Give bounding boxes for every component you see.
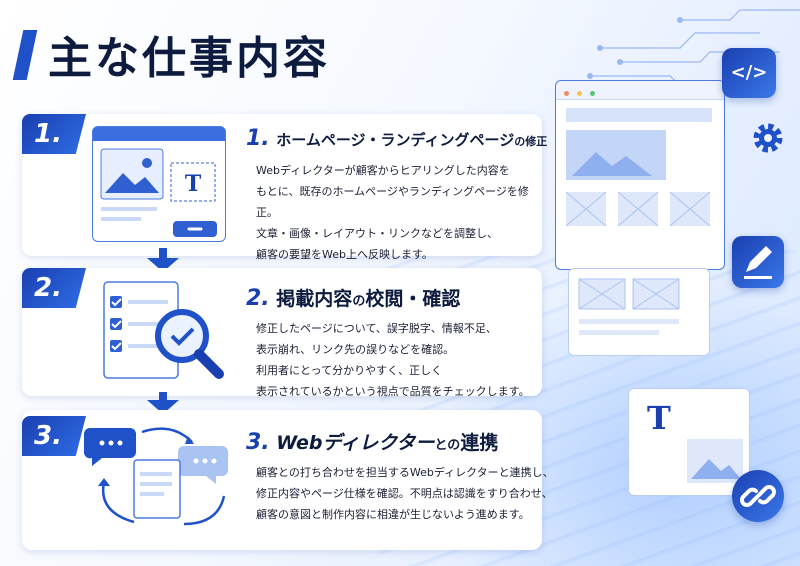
step-heading-text: ホームページ・ランディングページ — [276, 131, 515, 149]
step-body-1: Webディレクターが顧客からヒアリングした内容を もとに、既存のホームページやラ… — [256, 164, 529, 261]
step-heading-text: Webディレクター — [276, 432, 435, 454]
content-card-illustration: T — [628, 388, 750, 496]
step-heading-number: 2. — [246, 286, 270, 311]
step-number-2: 2. — [22, 268, 86, 308]
step-heading-suffix: との — [434, 438, 461, 453]
step-heading-number: 1. — [246, 126, 270, 151]
step-body-3: 顧客との打ち合わせを担当するWebディレクターと連携し、 修正内容やページ仕様を… — [256, 466, 554, 521]
step-heading-tail: 校閲・確認 — [365, 288, 461, 310]
flow-arrow-stem — [159, 392, 167, 402]
browser-window-illustration — [555, 80, 725, 270]
wireframe-icon — [578, 278, 680, 335]
text-t-icon: T — [647, 399, 671, 437]
title-accent-bar — [12, 30, 38, 80]
collaboration-icon — [84, 427, 228, 526]
step-number-1: 1. — [22, 114, 86, 154]
step-number-3: 3. — [22, 416, 86, 456]
svg-text:T: T — [185, 171, 202, 197]
step-body-2: 修正したページについて、誤字脱字、情報不足、 表示崩れ、リンク先の誤りなどを確認… — [256, 322, 530, 398]
page-layout-icon — [565, 108, 712, 227]
step-heading-tail: 連携 — [460, 432, 499, 454]
code-icon: </> — [722, 48, 776, 98]
step-heading-1: 1. ホームページ・ランディングページの修正 — [246, 126, 547, 151]
window-titlebar — [93, 127, 225, 141]
step-heading-2: 2. 掲載内容の校閲・確認 — [246, 284, 460, 311]
step-heading-3: 3. Webディレクターとの連携 — [246, 428, 498, 455]
step-heading-suffix: の修正 — [514, 135, 548, 148]
webpage-edit-illustration: T — [92, 126, 226, 242]
step-heading-suffix: の — [352, 294, 366, 309]
step-heading-number: 3. — [246, 430, 270, 455]
page-title: 主な仕事内容 — [48, 33, 330, 84]
image-placeholder-icon — [687, 439, 743, 483]
step-heading-text: 掲載内容 — [276, 288, 353, 310]
pencil-edit-icon — [732, 236, 784, 288]
flow-arrow-stem — [159, 248, 167, 260]
document-check-icon — [103, 281, 224, 379]
gear-icon — [753, 123, 783, 153]
image-placeholder-icon: T — [100, 148, 217, 237]
layout-wireframe-card — [568, 268, 710, 356]
link-icon — [732, 470, 784, 522]
window-titlebar — [556, 81, 724, 100]
